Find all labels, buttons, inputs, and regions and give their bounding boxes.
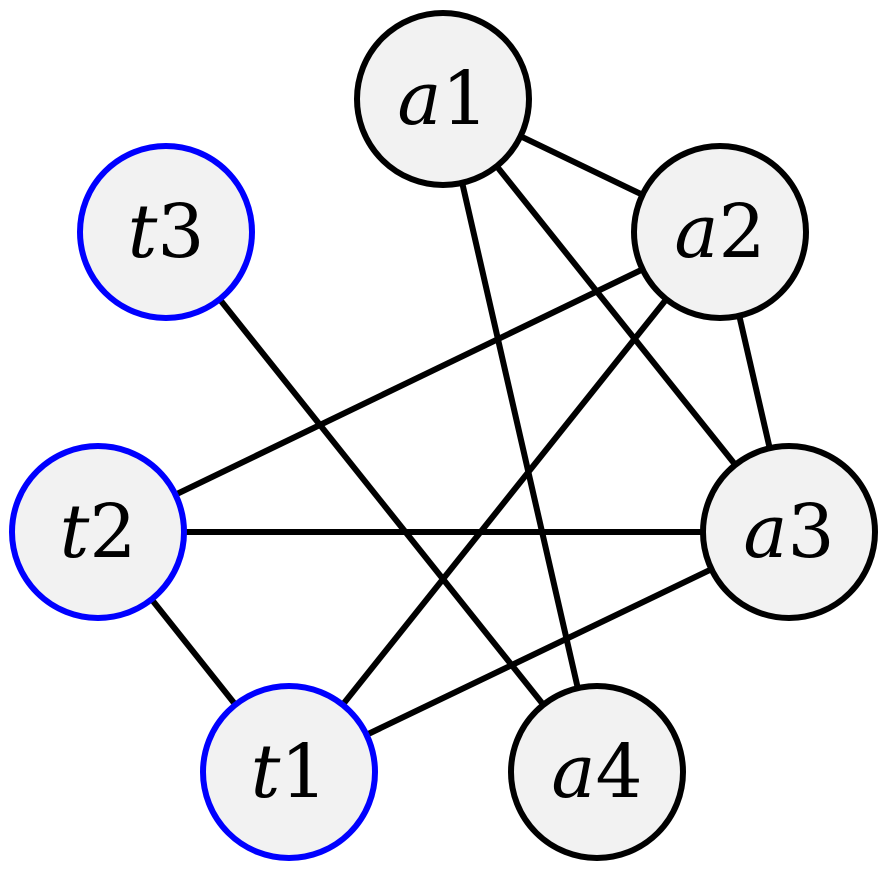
node-label-a4: a4 — [551, 729, 642, 815]
node-label-a3: a3 — [743, 489, 834, 575]
edge-a3-t1 — [287, 529, 791, 775]
node-circle-a4 — [508, 683, 686, 861]
edge-a2-t2 — [96, 229, 722, 535]
node-label-letter: a — [397, 56, 441, 142]
node-label-index: 3 — [788, 489, 835, 575]
node-circle-t3 — [77, 143, 255, 321]
node-a1: a1 — [354, 10, 532, 188]
node-label-letter: t — [251, 729, 281, 815]
node-a4: a4 — [508, 683, 686, 861]
node-label-letter: t — [60, 489, 90, 575]
node-label-t3: t3 — [128, 189, 205, 275]
node-label-index: 4 — [596, 729, 643, 815]
node-a3: a3 — [700, 443, 878, 621]
edges-layer — [95, 96, 792, 775]
node-label-letter: a — [674, 189, 718, 275]
node-circle-t1 — [200, 683, 378, 861]
node-circle-a2 — [631, 143, 809, 321]
edge-a2-t1 — [286, 230, 723, 774]
node-label-letter: a — [743, 489, 787, 575]
node-label-index: 1 — [280, 729, 327, 815]
node-label-index: 2 — [89, 489, 136, 575]
node-circle-a3 — [700, 443, 878, 621]
node-label-t1: t1 — [251, 729, 328, 815]
node-circle-a1 — [354, 10, 532, 188]
node-label-a2: a2 — [674, 189, 765, 275]
node-label-a1: a1 — [397, 56, 488, 142]
edge-a1-a3 — [440, 97, 792, 534]
node-label-letter: a — [551, 729, 595, 815]
node-t1: t1 — [200, 683, 378, 861]
node-t3: t3 — [77, 143, 255, 321]
edge-a1-a4 — [440, 98, 600, 773]
node-label-index: 2 — [719, 189, 766, 275]
node-circle-t2 — [9, 443, 187, 621]
node-t2: t2 — [9, 443, 187, 621]
node-label-index: 3 — [157, 189, 204, 275]
node-label-letter: t — [128, 189, 158, 275]
node-a2: a2 — [631, 143, 809, 321]
node-label-index: 1 — [442, 56, 489, 142]
edge-t3-a4 — [163, 230, 600, 774]
node-label-t2: t2 — [60, 489, 137, 575]
